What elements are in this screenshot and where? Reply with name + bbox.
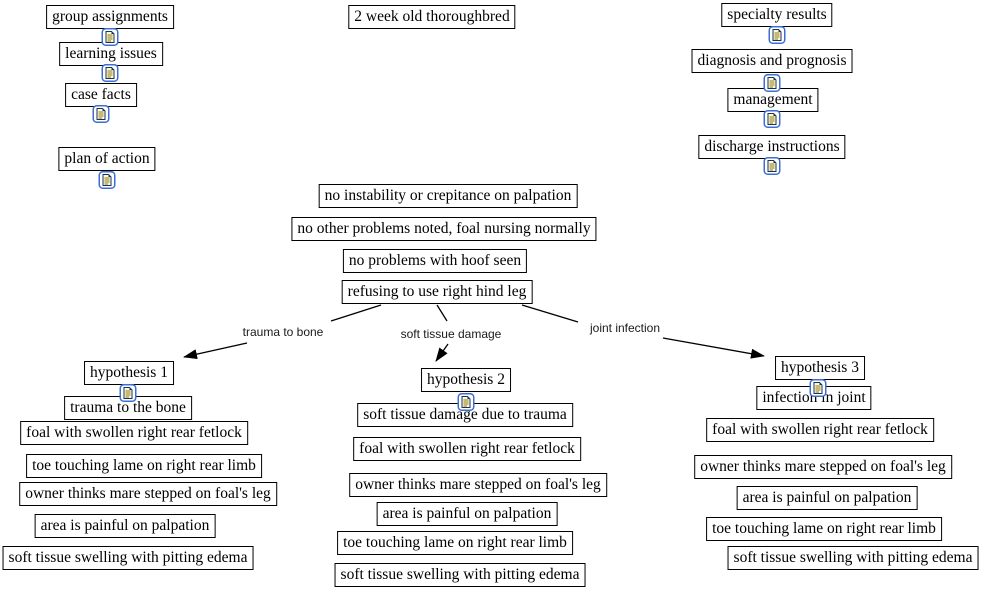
concept-group-assignments[interactable]: group assignments [46,5,174,29]
concept-specialty-results[interactable]: specialty results [721,3,833,27]
resource-document-icon[interactable] [768,26,786,44]
concept-case-facts[interactable]: case facts [65,83,137,107]
link-line-trauma-arrow [183,342,248,360]
concept-hyp3-owner-thinks[interactable]: owner thinks mare stepped on foal's leg [694,455,952,479]
concept-management[interactable]: management [727,88,819,112]
concept-hyp3-toe-touching-lame[interactable]: toe touching lame on right rear limb [706,517,942,541]
concept-hyp2-toe-touching-lame[interactable]: toe touching lame on right rear limb [337,531,573,555]
concept-hypothesis-2[interactable]: hypothesis 2 [421,368,511,392]
concept-hyp1-trauma-to-the-bone[interactable]: trauma to the bone [64,396,192,420]
concept-hyp2-swollen-fetlock[interactable]: foal with swollen right rear fetlock [353,437,581,461]
concept-hyp2-owner-thinks[interactable]: owner thinks mare stepped on foal's leg [349,473,607,497]
concept-hyp2-soft-tissue-damage[interactable]: soft tissue damage due to trauma [357,403,573,427]
concept-hyp1-owner-thinks[interactable]: owner thinks mare stepped on foal's leg [19,482,277,506]
resource-document-icon[interactable] [763,74,781,92]
concept-plan-of-action[interactable]: plan of action [58,147,156,171]
link-label-soft-tissue-damage[interactable]: soft tissue damage [398,327,504,341]
concept-hypothesis-1[interactable]: hypothesis 1 [84,361,174,385]
link-line-joint-arrow [662,337,765,359]
concept-no-hoof-problems[interactable]: no problems with hoof seen [342,249,528,273]
concept-hyp1-soft-tissue-swelling[interactable]: soft tissue swelling with pitting edema [2,546,254,570]
concept-no-instability[interactable]: no instability or crepitance on palpatio… [318,184,578,208]
resource-document-icon[interactable] [98,171,116,189]
concept-refusing-leg[interactable]: refusing to use right hind leg [341,280,533,304]
concept-case-title[interactable]: 2 week old thoroughbred [348,5,516,29]
concept-diagnosis-and-prognosis[interactable]: diagnosis and prognosis [691,49,853,73]
resource-document-icon[interactable] [763,110,781,128]
concept-hyp1-area-painful[interactable]: area is painful on palpation [34,514,216,538]
link-line-soft-tissue-arrow [435,343,449,362]
link-line-trauma-upper [330,304,382,322]
resource-document-icon[interactable] [119,384,137,402]
resource-document-icon[interactable] [763,157,781,175]
concept-hyp2-soft-tissue-swelling[interactable]: soft tissue swelling with pitting edema [334,563,586,587]
link-line-joint-upper [521,304,579,323]
concept-hyp2-area-painful[interactable]: area is painful on palpation [376,502,558,526]
resource-document-icon[interactable] [809,379,827,397]
resource-document-icon[interactable] [457,393,475,411]
concept-hyp1-toe-touching-lame[interactable]: toe touching lame on right rear limb [26,454,262,478]
concept-hyp1-swollen-fetlock[interactable]: foal with swollen right rear fetlock [20,421,248,445]
concept-hyp3-soft-tissue-swelling[interactable]: soft tissue swelling with pitting edema [727,546,979,570]
link-label-trauma-to-bone[interactable]: trauma to bone [240,325,326,339]
resource-document-icon[interactable] [101,64,119,82]
concept-hyp3-area-painful[interactable]: area is painful on palpation [736,486,918,510]
link-label-joint-infection[interactable]: joint infection [587,321,663,335]
concept-hyp3-swollen-fetlock[interactable]: foal with swollen right rear fetlock [706,418,934,442]
concept-hypothesis-3[interactable]: hypothesis 3 [775,356,865,380]
resource-document-icon[interactable] [92,105,110,123]
resource-document-icon[interactable] [101,28,119,46]
link-line-soft-tissue-upper [436,304,448,322]
concept-no-other-problems[interactable]: no other problems noted, foal nursing no… [291,217,597,241]
concept-discharge-instructions[interactable]: discharge instructions [698,135,846,159]
